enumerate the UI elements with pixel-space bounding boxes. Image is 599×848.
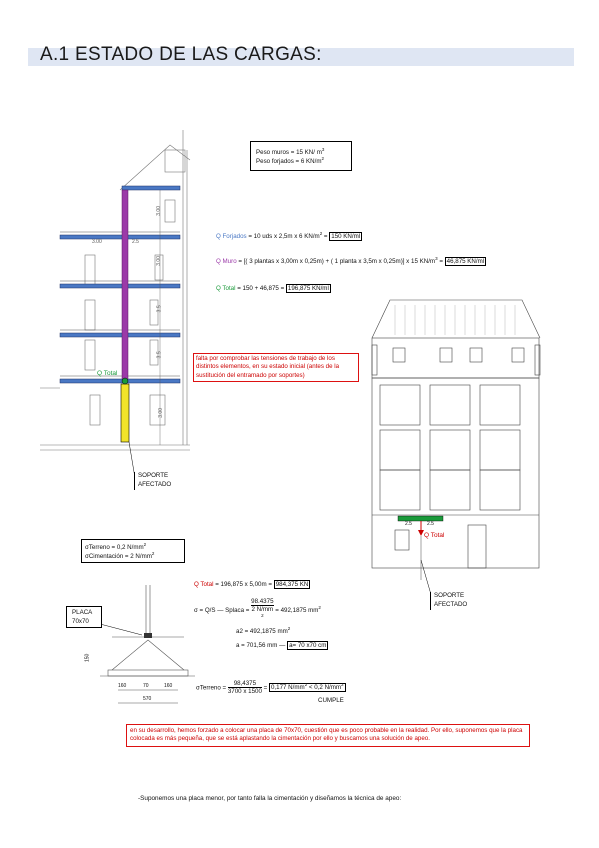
calc-qtotal-result: 984,375 KN	[273, 580, 311, 589]
slabs-weight: Peso forjados = 6 KN/m	[256, 158, 322, 166]
dim-v1: 3.00	[155, 206, 162, 216]
q-forjados-line: Q Forjados = 10 uds x 2,5m x 6 KN/m2 = 1…	[216, 231, 363, 242]
sigma-cimentacion: σCimentación = 2 N/mm	[85, 553, 152, 561]
walls-weight: Peso muros = 15 KN/ m	[256, 149, 322, 157]
q-total-label: Q Total	[216, 285, 236, 292]
placa-dim-1: 160	[118, 683, 127, 689]
q-forjados-result: 150 KN/ml	[329, 232, 363, 242]
placa-line1: PLACA	[72, 609, 93, 616]
facade-dim-a: 2.5	[405, 521, 412, 527]
support-label-left: SOPORTE AFECTADO	[134, 472, 185, 490]
calc-terreno-den: 3700 x 1500	[227, 688, 262, 696]
placa-dim-3: 160	[164, 683, 173, 689]
calc-a-text: a = 701,56 mm —	[236, 642, 288, 649]
placa-dim-2: 70	[143, 683, 149, 689]
facade-dim-b: 2.5	[427, 521, 434, 527]
calc-sigma-num: 98.4375	[251, 598, 274, 607]
calc-a2: a2 = 492,1875 mm	[236, 628, 288, 636]
note-placa-assumption: en su desarrollo, hemos forzado a coloca…	[126, 724, 530, 747]
soil-box: σTerreno = 0,2 N/mm2 σCimentación = 2 N/…	[81, 539, 185, 563]
facade-support-line2: AFECTADO	[434, 601, 468, 608]
section-qtotal-label: Q Total	[97, 370, 118, 377]
q-total-formula: = 150 + 46,875 =	[235, 285, 286, 292]
placa-height: 150	[84, 653, 91, 663]
calc-terreno-cmp: < 0,2 N/mm	[307, 684, 342, 692]
calc-terreno-prefix: σTerreno =	[196, 684, 228, 692]
placa-dim-total: 570	[143, 696, 152, 702]
dim-v5: 3.00	[157, 408, 164, 418]
facade-qtotal-label: Q Total	[424, 532, 445, 539]
calc-terreno-result: 0,177 N/mm	[270, 684, 305, 692]
support-label-right: SOPORTE AFECTADO	[430, 592, 475, 610]
calc-sigma-den: 2 N/mm	[251, 606, 274, 614]
dim-v2: 3.00	[155, 256, 162, 266]
title-band	[28, 48, 574, 66]
q-muro-result: 46,875 KN/ml	[444, 257, 487, 267]
calc-sigma-arrow: — Splaca =	[215, 606, 252, 614]
q-forjados-label: Q Forjados	[216, 233, 247, 241]
calc-sigma-prefix: σ = Q/S	[194, 606, 216, 614]
calc-qtotal-label: Q Total	[194, 581, 214, 588]
dim-v4: 3.5	[156, 351, 163, 359]
dim-v3: 3.5	[156, 305, 163, 313]
q-total-line: Q Total = 150 + 46,875 = 196,875 KN/ml	[216, 284, 331, 293]
note-check-tensions: falta por comprobar las tensiones de tra…	[193, 353, 359, 383]
q-muro-line: Q Muro = [( 3 plantas x 3,00m x 0,25m) +…	[216, 256, 487, 267]
dim-300-left: 3.00	[92, 239, 102, 245]
dim-25: 2.5	[132, 239, 139, 245]
calc-qtotal-formula: = 196,875 x 5,00m =	[213, 581, 274, 588]
calc-terreno-num: 98,4375	[227, 680, 262, 689]
calc-a-line: a = 701,56 mm — a= 70 x70 cm	[236, 641, 329, 650]
support-line1: SOPORTE	[138, 472, 169, 479]
placa-line2: 70x70	[72, 618, 89, 625]
loads-box: Peso muros = 15 KN/ m3 Peso forjados = 6…	[250, 141, 352, 171]
calc-qtotal-line: Q Total = 196,875 x 5,00m = 984,375 KN	[194, 580, 311, 589]
q-muro-label: Q Muro	[216, 258, 237, 266]
placa-label: PLACA 70x70	[66, 606, 102, 628]
q-total-result: 196,875 KN/ml	[285, 284, 331, 293]
support-line2: AFECTADO	[138, 481, 172, 488]
calc-a-result: a= 70 x70 cm	[287, 641, 329, 650]
calc-sigma-eq: = 492,1875 mm	[275, 606, 319, 614]
footer-text: -Suponemos una placa menor, por tanto fa…	[138, 795, 402, 802]
q-forjados-formula: = 10 uds x 2,5m x 6 KN/m	[246, 233, 320, 241]
facade-support-line1: SOPORTE	[434, 592, 465, 599]
page-title: A.1 ESTADO DE LAS CARGAS:	[40, 44, 322, 65]
calc-cumple: CUMPLE	[318, 697, 344, 704]
q-muro-formula: = [( 3 plantas x 3,00m x 0,25m) + ( 1 pl…	[236, 258, 436, 266]
sigma-terreno: σTerreno = 0,2 N/mm	[85, 544, 144, 552]
